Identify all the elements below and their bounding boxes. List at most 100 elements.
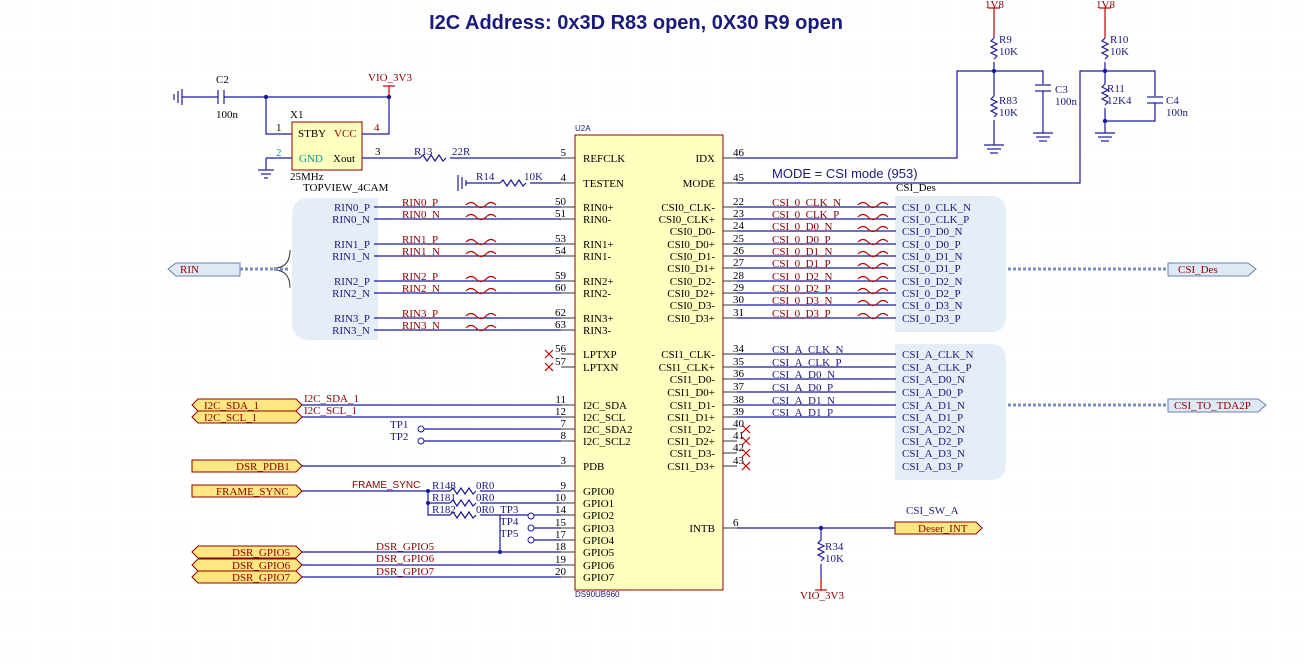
diff-pair-marker xyxy=(465,324,497,332)
vio-top-power: VIO_3V3 xyxy=(368,72,412,84)
pin-name: GPIO2 xyxy=(583,510,614,522)
mode-note: MODE = CSI mode (953) xyxy=(772,166,918,181)
pin-name: CSI0_D2- xyxy=(670,276,716,288)
i2c-sda-port-label: I2C_SDA_1 xyxy=(204,400,259,412)
csi1-nets: CSI_A_CLK_NCSI_A_CLK_PCSI_A_D0_NCSI_A_D0… xyxy=(544,344,974,473)
pin-name: I2C_SCL xyxy=(583,412,625,424)
pin-number: 57 xyxy=(555,356,567,368)
pin-number: 15 xyxy=(555,517,567,529)
csi0-net-label: CSI_0_D3_P xyxy=(772,308,831,320)
csi0-nets: CSI_0_CLK_NCSI_0_CLK_PCSI_0_D0_NCSI_0_D0… xyxy=(737,197,971,325)
tp3-marker[interactable] xyxy=(527,512,535,520)
pin-number: 50 xyxy=(555,196,567,208)
no-connect-marker xyxy=(741,448,751,458)
rin-harness-port: RIN3_P xyxy=(334,313,370,325)
csi-des-harness-connector[interactable]: CSI_Des xyxy=(1167,262,1257,277)
diff-pair-marker xyxy=(857,299,889,307)
no-connect-marker xyxy=(741,436,751,446)
schematic-title: I2C Address: 0x3D R83 open, 0X30 R9 open xyxy=(429,12,843,34)
tp5-marker[interactable] xyxy=(527,536,535,544)
pin-name: PDB xyxy=(583,461,604,473)
pin-name: CSI1_D3- xyxy=(670,448,716,460)
csi1-net-label: CSI_A_CLK_P xyxy=(772,357,842,369)
pin-name: GPIO0 xyxy=(583,486,615,498)
csi-tda-harness-label: CSI_TO_TDA2P xyxy=(1174,400,1251,412)
pin-number: 27 xyxy=(733,257,745,269)
osc-xout-pin: Xout xyxy=(333,153,355,165)
i2c-scl-port[interactable]: I2C_SCL_1 xyxy=(191,410,303,424)
pin-number: 14 xyxy=(555,504,567,516)
csi0-net-label: CSI_0_D1_N xyxy=(772,246,833,258)
pin-name: INTB xyxy=(689,523,715,535)
csi-des-harness-region xyxy=(895,196,1006,332)
pin-name: RIN1+ xyxy=(583,239,614,251)
no-connect-marker xyxy=(741,424,751,434)
pin-name: CSI1_D0- xyxy=(670,374,716,386)
pin-name: GPIO3 xyxy=(583,523,615,535)
pin-number: 41 xyxy=(733,430,744,442)
pin-number: 53 xyxy=(555,233,567,245)
pin-number: 6 xyxy=(733,517,739,529)
pin-number: 3 xyxy=(561,455,567,467)
diff-pair-marker xyxy=(857,225,889,233)
rin-harness-component: TOPVIEW_4CAM xyxy=(303,182,389,194)
rin-harness-connector[interactable]: RIN xyxy=(167,262,241,277)
csi0-net-label: CSI_0_D2_N xyxy=(772,271,833,283)
frame-sync-port[interactable]: FRAME_SYNC xyxy=(191,484,303,498)
gpio5-port-label: DSR_GPIO5 xyxy=(232,547,291,559)
oscillator-freq: 25MHz xyxy=(290,171,324,183)
pin-number: 23 xyxy=(733,208,745,220)
diff-pair-marker xyxy=(465,287,497,295)
pin-number: 17 xyxy=(555,529,567,541)
tp1-label: TP1 xyxy=(390,419,408,431)
r9-ref: R9 xyxy=(999,34,1012,46)
r9-value: 10K xyxy=(999,46,1018,58)
tp1-marker[interactable] xyxy=(417,425,425,433)
csi-des-harness-port: CSI_0_D1_P xyxy=(902,263,961,275)
pin-number: 30 xyxy=(733,294,745,306)
pin-name: RIN3+ xyxy=(583,313,614,325)
gpio5-port[interactable]: DSR_GPIO5 xyxy=(191,545,303,559)
pin-name: GPIO6 xyxy=(583,560,615,572)
gpio6-port[interactable]: DSR_GPIO6 xyxy=(191,558,303,572)
gpio7-port[interactable]: DSR_GPIO7 xyxy=(191,570,303,584)
pin-name: GPIO5 xyxy=(583,547,615,559)
pin-name: RIN0- xyxy=(583,214,611,226)
csi-des-harness-port: CSI_0_CLK_N xyxy=(902,202,971,214)
diff-pair-marker xyxy=(465,201,497,209)
pin-number: 40 xyxy=(733,418,745,430)
tp4-marker[interactable] xyxy=(527,524,535,532)
tp2-marker[interactable] xyxy=(417,437,425,445)
r148-ref: R148 xyxy=(432,480,456,492)
pin-name: GPIO7 xyxy=(583,572,615,584)
pin-number: 63 xyxy=(555,319,567,331)
chip-left-pins: REFCLK5TESTEN4RIN0+50RIN0-51RIN1+53RIN1-… xyxy=(555,147,633,584)
csi-tda-harness-connector[interactable]: CSI_TO_TDA2P xyxy=(1167,398,1267,413)
deserializer-chip-body[interactable] xyxy=(574,134,724,591)
r83-ref: R83 xyxy=(999,95,1018,107)
pin-name: I2C_SDA xyxy=(583,400,627,412)
pin-number: 5 xyxy=(561,147,567,159)
pin-number: 31 xyxy=(733,307,744,319)
pdb-port[interactable]: DSR_PDB1 xyxy=(191,459,303,473)
csi-des-harness-port: CSI_0_D2_P xyxy=(902,288,961,300)
deser-int-port[interactable]: Deser_INT xyxy=(894,521,983,535)
oscillator-x1[interactable] xyxy=(291,121,363,171)
osc-vcc-pin: VCC xyxy=(334,128,357,140)
pin-name: LPTXP xyxy=(583,349,617,361)
pin-number: 43 xyxy=(733,455,745,467)
pin-name: GPIO1 xyxy=(583,498,614,510)
r10-value: 10K xyxy=(1110,46,1129,58)
pin-number: 39 xyxy=(733,406,745,418)
diff-pair-marker xyxy=(857,312,889,320)
csi0-net-label: CSI_0_D1_P xyxy=(772,258,831,270)
csi-tda-harness-port: CSI_A_D3_N xyxy=(902,448,965,460)
i2c-sda-port[interactable]: I2C_SDA_1 xyxy=(191,398,303,412)
rin-net-label: RIN3_P xyxy=(402,308,438,320)
diff-pair-marker xyxy=(857,238,889,246)
diff-pair-marker xyxy=(465,213,497,221)
csi1-net-label: CSI_A_D0_P xyxy=(772,382,833,394)
pin-number: 8 xyxy=(561,430,567,442)
csi-des-harness-port: CSI_0_D3_N xyxy=(902,300,963,312)
rin-harness-port: RIN2_N xyxy=(332,288,370,300)
